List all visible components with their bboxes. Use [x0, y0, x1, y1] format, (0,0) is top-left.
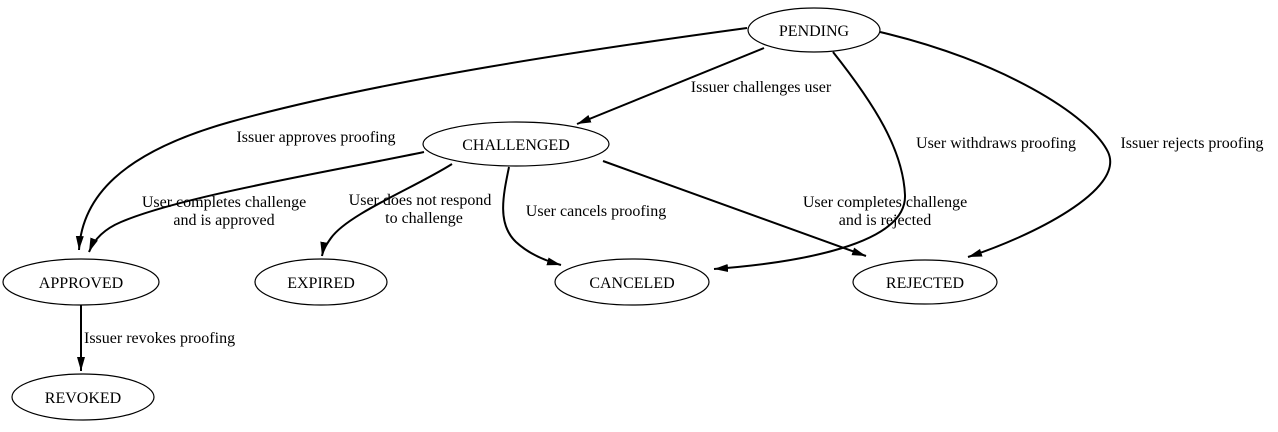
edge-label-issuer-revokes-proofing: Issuer revokes proofing [84, 330, 235, 347]
node-approved-ellipse [2, 258, 160, 306]
edge-challenged-expired: User does not respond to challenge [320, 163, 492, 257]
edge-challenged-canceled-line [502, 166, 562, 266]
edge-label-user-withdraws-proofing: User withdraws proofing [916, 135, 1076, 152]
node-revoked: REVOKED [11, 373, 155, 421]
node-pending-ellipse [747, 7, 881, 53]
edge-label-user-completes-challenge-rejected-line2: and is rejected [839, 212, 931, 229]
node-rejected-label: REJECTED [886, 275, 964, 292]
edge-label-user-does-not-respond-line2: to challenge [385, 210, 463, 227]
edge-pending-challenged-line [576, 47, 765, 125]
edge-challenged-rejected: User completes challenge and is rejected [602, 160, 967, 257]
edge-challenged-canceled: User cancels proofing [502, 166, 666, 266]
node-pending: PENDING [747, 7, 881, 53]
node-revoked-label: REVOKED [45, 390, 121, 407]
edge-challenged-expired-line [320, 163, 453, 257]
edge-label-issuer-challenges-user: Issuer challenges user [691, 79, 832, 96]
edge-pending-canceled-line [713, 51, 907, 272]
edge-label-user-completes-challenge-approved-line2: and is approved [173, 212, 274, 229]
edge-pending-challenged: Issuer challenges user [576, 47, 832, 125]
edge-label-issuer-approves-proofing: Issuer approves proofing [236, 129, 395, 146]
node-canceled-ellipse [554, 258, 710, 306]
node-challenged-ellipse [422, 121, 610, 167]
edge-label-user-completes-challenge-rejected-line1: User completes challenge [803, 194, 967, 211]
node-rejected: REJECTED [852, 259, 998, 305]
node-expired-label: EXPIRED [287, 275, 355, 292]
node-approved-label: APPROVED [39, 275, 123, 292]
edge-pending-approved-line [75, 27, 748, 251]
node-expired-ellipse [254, 258, 388, 306]
edge-label-user-cancels-proofing: User cancels proofing [526, 203, 666, 220]
edge-challenged-rejected-line [602, 160, 867, 257]
node-challenged: CHALLENGED [422, 121, 610, 167]
node-rejected-ellipse [852, 259, 998, 305]
edge-label-user-does-not-respond-line1: User does not respond [349, 192, 492, 209]
node-canceled: CANCELED [554, 258, 710, 306]
node-expired: EXPIRED [254, 258, 388, 306]
edge-pending-rejected: Issuer rejects proofing [879, 31, 1264, 258]
edge-pending-rejected-line [879, 31, 1112, 258]
node-challenged-label: CHALLENGED [462, 137, 570, 154]
node-pending-label: PENDING [779, 23, 850, 40]
edge-challenged-approved-line [88, 151, 425, 253]
edge-label-user-completes-challenge-approved-line1: User completes challenge [142, 194, 306, 211]
edge-label-issuer-rejects-proofing: Issuer rejects proofing [1120, 135, 1263, 152]
node-revoked-ellipse [11, 373, 155, 421]
edge-challenged-approved: User completes challenge and is approved [88, 151, 425, 253]
node-canceled-label: CANCELED [589, 275, 674, 292]
edge-pending-approved: Issuer approves proofing [75, 27, 748, 251]
edge-approved-revoked: Issuer revokes proofing [77, 305, 235, 371]
node-approved: APPROVED [2, 258, 160, 306]
edge-pending-canceled: User withdraws proofing [713, 51, 1076, 272]
